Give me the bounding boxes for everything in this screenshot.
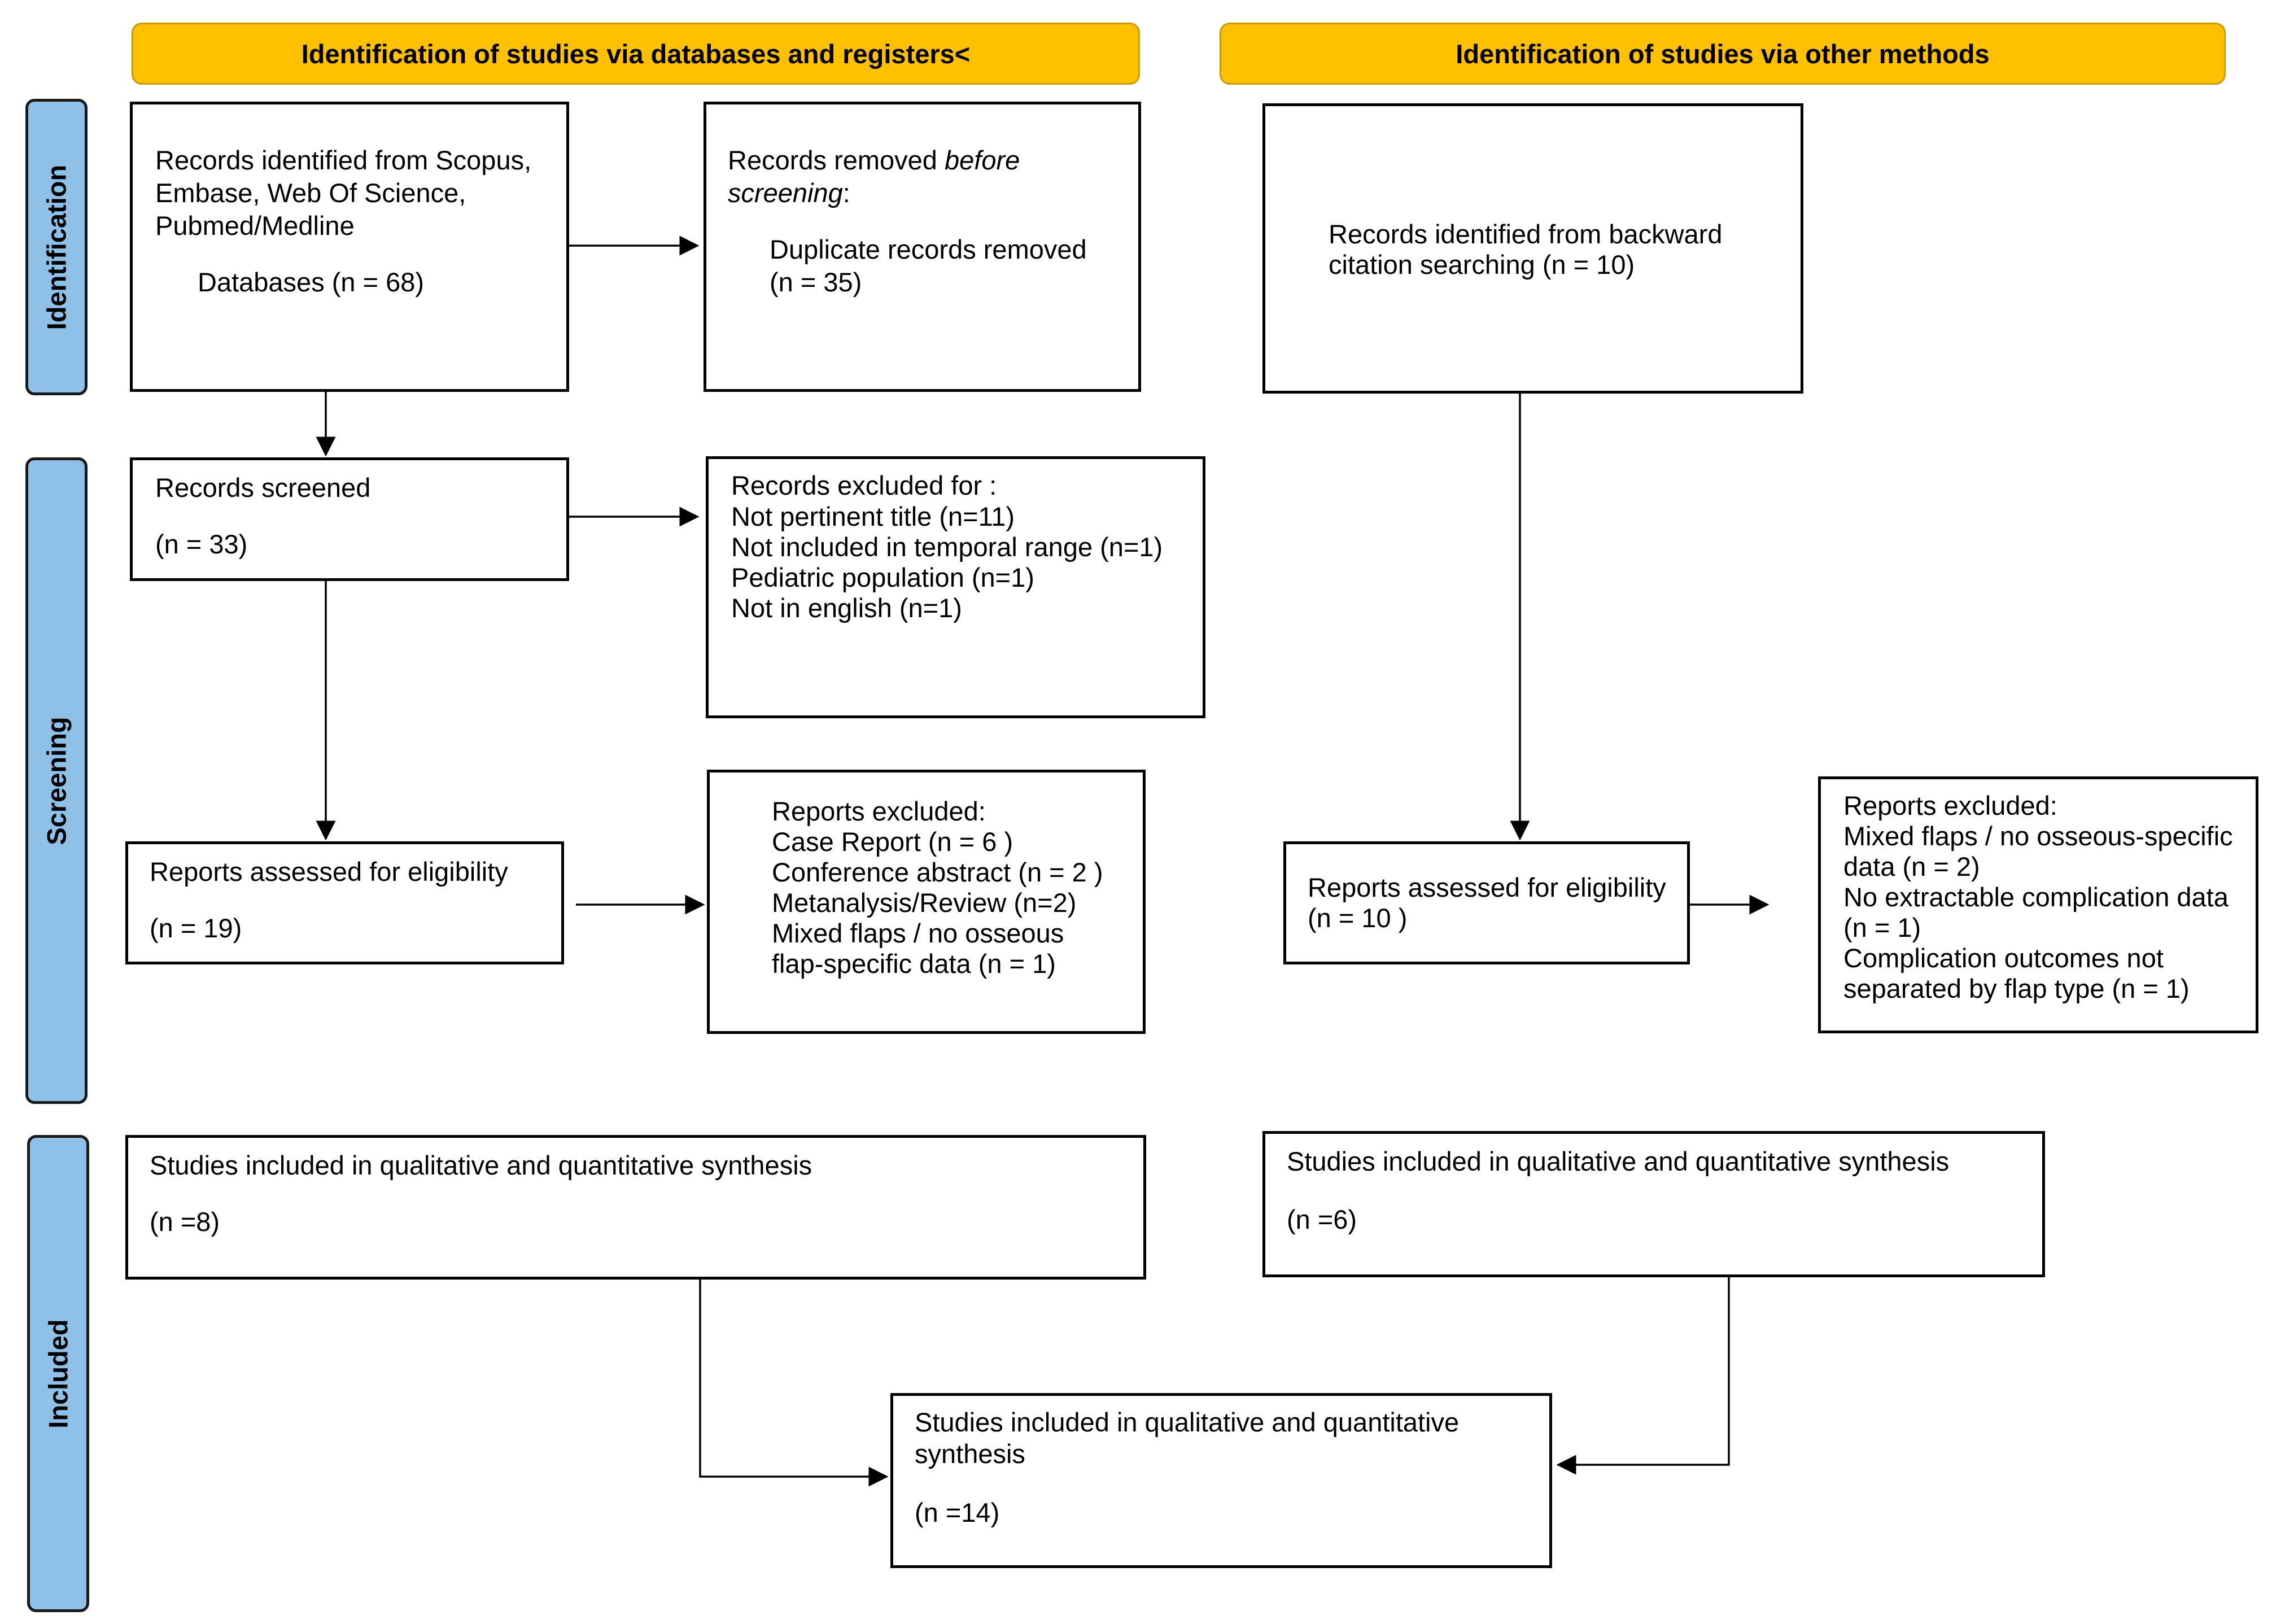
records-removed-line1: Duplicate records removed xyxy=(770,234,1087,264)
reports-assessed-box: Reports assessed for eligibility (n = 19… xyxy=(125,841,564,964)
records-excluded-item: Not in english (n=1) xyxy=(731,593,962,623)
reports-assessed-count: (n = 19) xyxy=(150,913,242,943)
records-screened-count: (n = 33) xyxy=(155,529,248,559)
other-reports-assessed-count: (n = 10 ) xyxy=(1308,903,1408,933)
records-removed-title: Records removed before xyxy=(728,145,1020,175)
records-removed-title-cont: screening: xyxy=(728,178,850,208)
header-databases-label: Identification of studies via databases … xyxy=(301,38,971,69)
records-removed-count: (n = 35) xyxy=(770,267,862,297)
studies-included-count: (n =8) xyxy=(150,1207,220,1237)
other-reports-excluded-item: data (n = 2) xyxy=(1843,852,1980,881)
phase-identification: Identification xyxy=(25,99,88,395)
other-records-identified-box: Records identified from backward citatio… xyxy=(1262,103,1803,394)
header-databases: Identification of studies via databases … xyxy=(132,23,1140,85)
total-studies-included-line1: Studies included in qualitative and quan… xyxy=(915,1407,1460,1437)
records-identified-line3: Pubmed/Medline xyxy=(155,211,355,241)
header-other-methods: Identification of studies via other meth… xyxy=(1220,23,2226,85)
other-records-identified-line2: citation searching (n = 10) xyxy=(1329,250,1635,280)
other-reports-excluded-box: Reports excluded: Mixed flaps / no osseo… xyxy=(1818,776,2258,1033)
phase-screening: Screening xyxy=(25,457,88,1104)
other-studies-included-title: Studies included in qualitative and quan… xyxy=(1287,1146,1950,1176)
records-identified-databases: Databases (n = 68) xyxy=(198,267,425,297)
records-excluded-item: Not included in temporal range (n=1) xyxy=(731,532,1163,562)
other-reports-excluded-item: separated by flap type (n = 1) xyxy=(1843,973,2190,1003)
records-screened-box: Records screened (n = 33) xyxy=(130,457,569,581)
other-reports-assessed-box: Reports assessed for eligibility (n = 10… xyxy=(1283,841,1690,964)
reports-excluded-item: Metanalysis/Review (n=2) xyxy=(772,888,1077,918)
other-reports-assessed-title: Reports assessed for eligibility xyxy=(1308,872,1666,902)
phase-included: Included xyxy=(27,1135,89,1612)
reports-excluded-title: Reports excluded: xyxy=(772,796,986,826)
records-excluded-box: Records excluded for : Not pertinent tit… xyxy=(706,456,1205,718)
records-identified-box: Records identified from Scopus, Embase, … xyxy=(130,102,569,392)
total-studies-included-line2: synthesis xyxy=(915,1439,1025,1469)
reports-excluded-box: Reports excluded: Case Report (n = 6 ) C… xyxy=(707,770,1146,1034)
records-identified-line2: Embase, Web Of Science, xyxy=(155,178,466,208)
records-excluded-item: Not pertinent title (n=11) xyxy=(731,501,1015,531)
reports-excluded-item: Mixed flaps / no osseous xyxy=(772,918,1064,948)
other-reports-excluded-item: (n = 1) xyxy=(1843,913,1921,942)
reports-excluded-item: Case Report (n = 6 ) xyxy=(772,827,1013,857)
reports-assessed-title: Reports assessed for eligibility xyxy=(150,857,508,887)
other-studies-included-box: Studies included in qualitative and quan… xyxy=(1262,1131,2045,1277)
studies-included-title: Studies included in qualitative and quan… xyxy=(150,1150,812,1180)
records-excluded-title: Records excluded for : xyxy=(731,470,997,500)
header-other-methods-label: Identification of studies via other meth… xyxy=(1456,38,1990,69)
studies-included-box: Studies included in qualitative and quan… xyxy=(125,1135,1146,1280)
other-reports-excluded-item: Complication outcomes not xyxy=(1843,943,2164,973)
reports-excluded-item: Conference abstract (n = 2 ) xyxy=(772,857,1103,887)
records-identified-line1: Records identified from Scopus, xyxy=(155,145,532,175)
other-reports-excluded-title: Reports excluded: xyxy=(1843,791,2057,820)
records-screened-title: Records screened xyxy=(155,473,371,503)
records-removed-box: Records removed before screening: Duplic… xyxy=(704,102,1141,392)
other-studies-included-count: (n =6) xyxy=(1287,1204,1357,1234)
other-records-identified-line1: Records identified from backward xyxy=(1329,219,1723,249)
total-studies-included-count: (n =14) xyxy=(915,1498,1000,1527)
other-reports-excluded-item: No extractable complication data xyxy=(1843,882,2229,912)
arrow-db-included-to-total xyxy=(699,1280,889,1487)
records-excluded-item: Pediatric population (n=1) xyxy=(731,562,1034,592)
total-studies-included-box: Studies included in qualitative and quan… xyxy=(890,1393,1552,1568)
reports-excluded-item: flap-specific data (n = 1) xyxy=(772,949,1056,979)
arrow-other-included-to-total xyxy=(1556,1277,1730,1475)
other-reports-excluded-item: Mixed flaps / no osseous-specific xyxy=(1843,821,2233,851)
